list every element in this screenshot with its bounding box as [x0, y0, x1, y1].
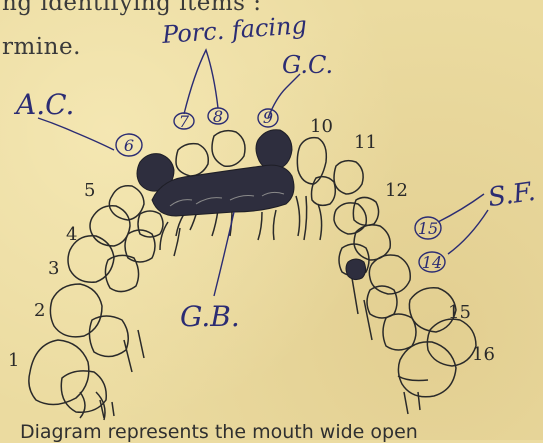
circled-number-15: 15: [416, 219, 440, 238]
tooth-number-12: 12: [385, 180, 408, 201]
annotation-gold-crown: G.C.: [282, 51, 333, 79]
annotation-gold-bridge: G.B.: [180, 300, 240, 333]
tooth-number-11: 11: [354, 132, 377, 153]
tooth-number-15: 15: [448, 302, 471, 323]
tooth-number-1: 1: [8, 350, 19, 371]
circled-number-14: 14: [420, 253, 444, 272]
circled-number-7: 7: [177, 112, 191, 131]
tooth-number-5: 5: [84, 180, 95, 201]
tooth-number-3: 3: [48, 258, 59, 279]
circled-number-9: 9: [261, 108, 275, 127]
annotation-ac: A.C.: [16, 88, 74, 121]
circled-number-6: 6: [122, 136, 136, 155]
tooth-number-2: 2: [34, 300, 45, 321]
tooth-number-10: 10: [310, 116, 333, 137]
circled-number-8: 8: [211, 107, 225, 126]
tooth-number-16: 16: [472, 344, 495, 365]
tooth-number-4: 4: [66, 224, 77, 245]
